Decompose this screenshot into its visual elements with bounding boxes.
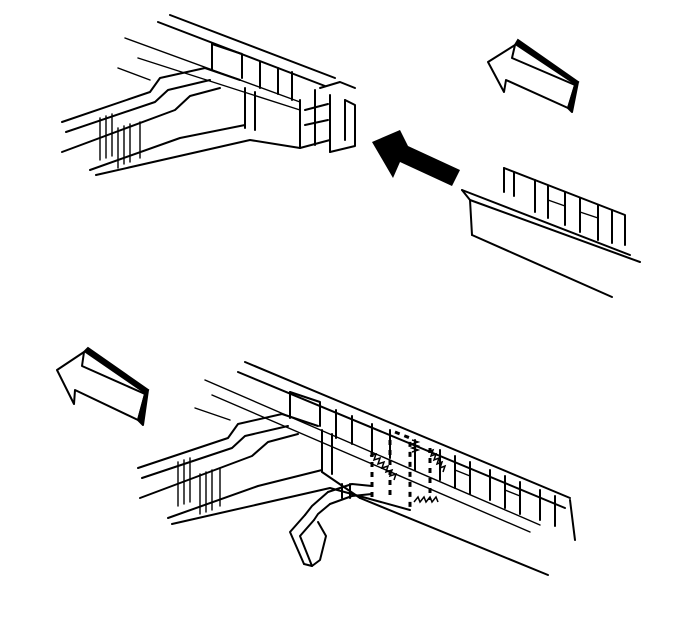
- joined-frame-rail: [137, 361, 576, 576]
- bottom-panel: [56, 346, 576, 576]
- top-panel: [61, 14, 641, 298]
- installation-arrow-icon: [372, 130, 460, 186]
- replacement-rail-section: [461, 167, 641, 298]
- front-arrow-icon-bottom: [56, 346, 150, 426]
- frame-rail-section: [61, 14, 356, 176]
- weld-seams: [369, 430, 447, 510]
- front-arrow-icon-top: [487, 38, 580, 113]
- welding-torch-icon: [289, 483, 373, 567]
